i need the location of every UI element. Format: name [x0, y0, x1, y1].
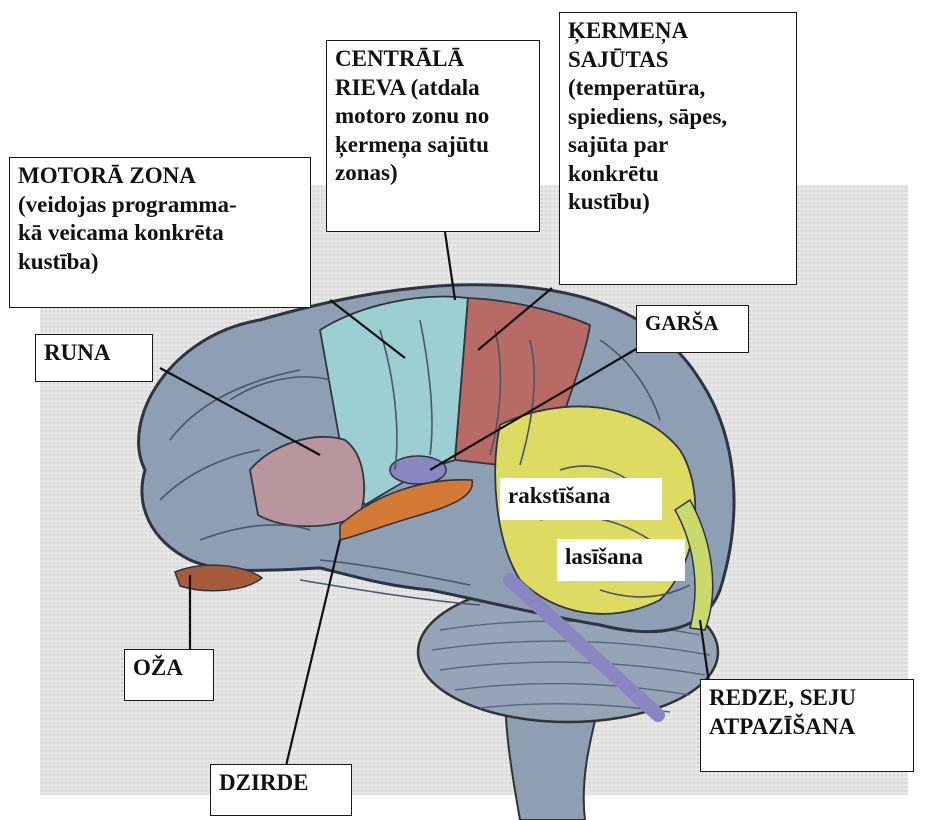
label-speech: RUNA [35, 334, 153, 382]
label-motor-zone: MOTORĀ ZONA (veidojas programma- kā veic… [9, 157, 311, 308]
label-vision: REDZE, SEJU ATPAZĪŠANA [700, 679, 914, 772]
label-reading: lasīšana [557, 539, 685, 581]
label-central-sulcus: CENTRĀLĀ RIEVA (atdala motoro zonu no ķe… [326, 40, 540, 232]
label-smell: OŽA [124, 649, 214, 701]
label-taste: GARŠA [636, 305, 749, 353]
label-body-sensation: ĶERMEŅA SAJŪTAS (temperatūra, spiediens,… [559, 12, 797, 285]
label-hearing: DZIRDE [210, 764, 352, 816]
label-writing: rakstīšana [500, 478, 662, 520]
taste-region [390, 456, 446, 484]
